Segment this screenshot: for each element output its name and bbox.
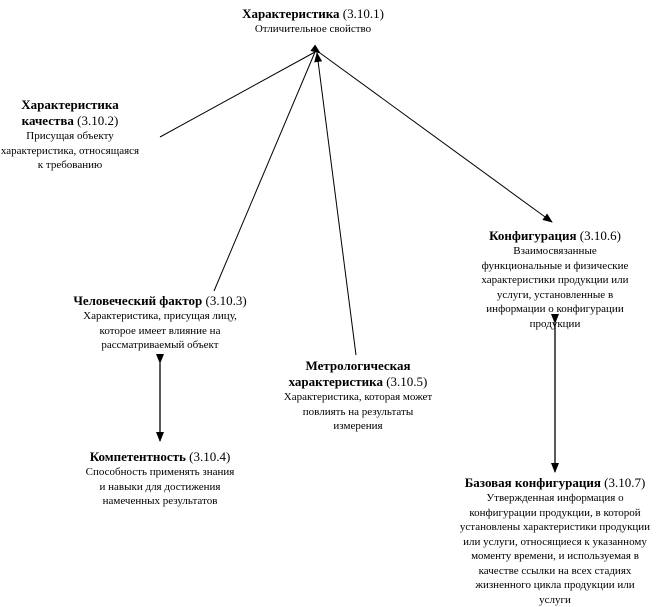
node-desc: функциональные и физические <box>455 259 655 274</box>
node-configuration: Конфигурация (3.10.6) Взаимосвязанные фу… <box>455 228 655 331</box>
node-code: (3.10.4) <box>189 449 230 464</box>
node-desc: и навыки для достижения <box>60 480 260 495</box>
node-code: (3.10.3) <box>206 293 247 308</box>
node-desc: Отличительное свойство <box>213 22 413 37</box>
node-title: качества <box>22 113 74 128</box>
node-desc: характеристики продукции или <box>455 273 655 288</box>
node-code: (3.10.1) <box>343 6 384 21</box>
node-desc: конфигурации продукции, в которой <box>445 506 659 521</box>
node-title: Конфигурация <box>489 228 576 243</box>
node-desc: моменту времени, и используемая в <box>445 549 659 564</box>
node-desc: Характеристика, присущая лицу, <box>60 309 260 324</box>
connector-metrology <box>317 53 356 355</box>
node-desc: измерения <box>258 419 458 434</box>
node-title: Человеческий фактор <box>73 293 202 308</box>
node-title: Компетентность <box>90 449 186 464</box>
node-desc: к требованию <box>0 158 140 173</box>
node-desc: продукции <box>455 317 655 332</box>
node-desc: информации о конфигурации <box>455 302 655 317</box>
node-desc: жизненного цикла продукции или <box>445 578 659 593</box>
node-title: Метрологическая <box>305 358 410 373</box>
node-desc: или услуги, относящиеся к указанному <box>445 535 659 550</box>
connector-quality <box>160 52 315 137</box>
node-desc: Характеристика, которая может <box>258 390 458 405</box>
node-desc: Присущая объекту <box>0 129 140 144</box>
node-title: Характеристика <box>242 6 339 21</box>
node-title: характеристика <box>289 374 383 389</box>
node-code: (3.10.7) <box>604 475 645 490</box>
node-code: (3.10.2) <box>77 113 118 128</box>
node-desc: Утвержденная информация о <box>445 491 659 506</box>
node-desc: которое имеет влияние на <box>60 324 260 339</box>
node-desc: качестве ссылки на всех стадиях <box>445 564 659 579</box>
node-desc: Способность применять знания <box>60 465 260 480</box>
node-desc: услуги, установленные в <box>455 288 655 303</box>
node-characteristic: Характеристика (3.10.1) Отличительное св… <box>213 6 413 37</box>
connector-configuration <box>320 53 552 222</box>
node-desc: повлиять на результаты <box>258 405 458 420</box>
node-title: Базовая конфигурация <box>465 475 601 490</box>
node-human-factor: Человеческий фактор (3.10.3) Характерист… <box>60 293 260 353</box>
node-desc: Взаимосвязанные <box>455 244 655 259</box>
node-baseline-configuration: Базовая конфигурация (3.10.7) Утвержденн… <box>445 475 659 607</box>
node-quality: Характеристика качества (3.10.2) Присуща… <box>0 97 140 173</box>
node-code: (3.10.6) <box>580 228 621 243</box>
node-code: (3.10.5) <box>386 374 427 389</box>
node-desc: рассматриваемый объект <box>60 338 260 353</box>
connector-human-factor <box>214 52 315 291</box>
node-metrology: Метрологическая характеристика (3.10.5) … <box>258 358 458 434</box>
node-competence: Компетентность (3.10.4) Способность прим… <box>60 449 260 509</box>
node-desc: установлены характеристики продукции <box>445 520 659 535</box>
node-desc: характеристика, относящаяся <box>0 144 140 159</box>
node-desc: намеченных результатов <box>60 494 260 509</box>
node-title: Характеристика <box>21 97 118 112</box>
node-desc: услуги <box>445 593 659 607</box>
